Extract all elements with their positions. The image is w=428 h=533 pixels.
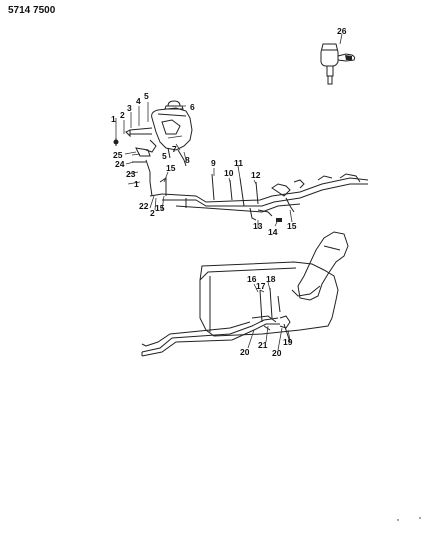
callout-25: 25 [113,150,123,160]
callout-22: 22 [139,201,149,211]
callout-13: 13 [253,221,263,231]
callout-5-second: 5 [162,151,167,161]
callout-23: 23 [126,169,136,179]
callout-10: 10 [224,168,234,178]
callout-7: 7 [172,144,177,154]
callout-21: 21 [258,340,268,350]
scan-specks [397,517,421,521]
main-fuel-line-upper [161,173,369,222]
fuel-tank [199,231,349,337]
callout-18: 18 [266,274,276,284]
callout-2-second: 2 [150,208,155,218]
callout-3: 3 [127,103,132,113]
main-fuel-line-lower [141,315,291,357]
catalog-code: 5714 7500 [8,5,56,16]
fuel-filter-part-26 [320,43,356,85]
callout-2: 2 [120,110,125,120]
callout-11: 11 [234,158,243,168]
callout-1-second: 1 [134,179,139,189]
callout-20: 20 [240,347,250,357]
callout-8: 8 [185,155,190,165]
callout-17: 17 [256,281,266,291]
callout-14: 14 [268,227,278,237]
callout-19: 19 [283,337,293,347]
leader-lines [115,33,343,351]
callout-15-third: 15 [287,221,297,231]
callout-5: 5 [144,91,149,101]
callout-1: 1 [111,114,116,124]
callout-26: 26 [337,26,347,36]
callout-24: 24 [115,159,125,169]
callout-15-second: 15 [155,203,165,213]
callout-15: 15 [166,163,176,173]
callout-4: 4 [136,96,141,106]
callout-12: 12 [251,170,261,180]
callout-16: 16 [247,274,257,284]
callout-20-second: 20 [272,348,282,358]
callout-6: 6 [190,102,195,112]
fuel-pump-assembly [113,100,193,197]
callout-9: 9 [211,158,216,168]
callout-labels: 1 2 3 4 5 6 25 5 7 8 24 23 1 15 22 2 15 … [111,26,347,358]
